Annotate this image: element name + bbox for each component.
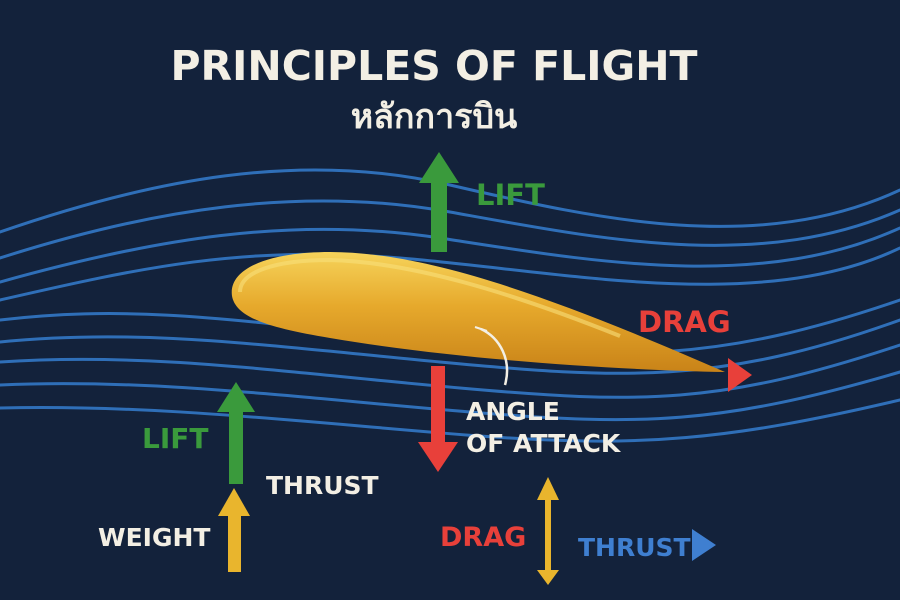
airflow-line <box>0 343 900 399</box>
weight-arrow <box>218 488 250 572</box>
airfoil-body <box>231 252 725 372</box>
thrust-label-left: THRUST <box>266 471 379 500</box>
airflow-line <box>0 199 900 260</box>
thrust-label-bottom: THRUST <box>578 533 691 562</box>
airflow-line <box>0 398 900 443</box>
page-title: PRINCIPLES OF FLIGHT <box>171 42 698 90</box>
angle-of-attack-label-line2: OF ATTACK <box>466 429 622 458</box>
page-subtitle: หลักการบิน <box>351 97 518 137</box>
double-arrow-vertical <box>537 477 559 585</box>
lift-arrow-up <box>419 152 459 252</box>
thrust-arrowhead <box>692 529 716 561</box>
angle-of-attack-indicator <box>474 326 509 386</box>
drag-arrow-down <box>418 366 458 472</box>
weight-label: WEIGHT <box>98 523 210 552</box>
airflow-line <box>0 246 900 302</box>
drag-label-bottom: DRAG <box>440 522 526 553</box>
drag-label-right: DRAG <box>638 305 731 339</box>
lift-label-left: LIFT <box>142 422 209 455</box>
airflow-line <box>0 370 900 422</box>
airflow-line <box>0 168 900 234</box>
airflow-line <box>0 318 900 375</box>
drag-arrowhead-right <box>728 358 752 392</box>
lift-label-top: LIFT <box>476 178 545 212</box>
airfoil-highlight <box>238 257 621 338</box>
lift-arrow-left <box>217 382 255 484</box>
airfoil <box>231 252 725 372</box>
angle-of-attack-label-line1: ANGLE <box>466 397 560 426</box>
